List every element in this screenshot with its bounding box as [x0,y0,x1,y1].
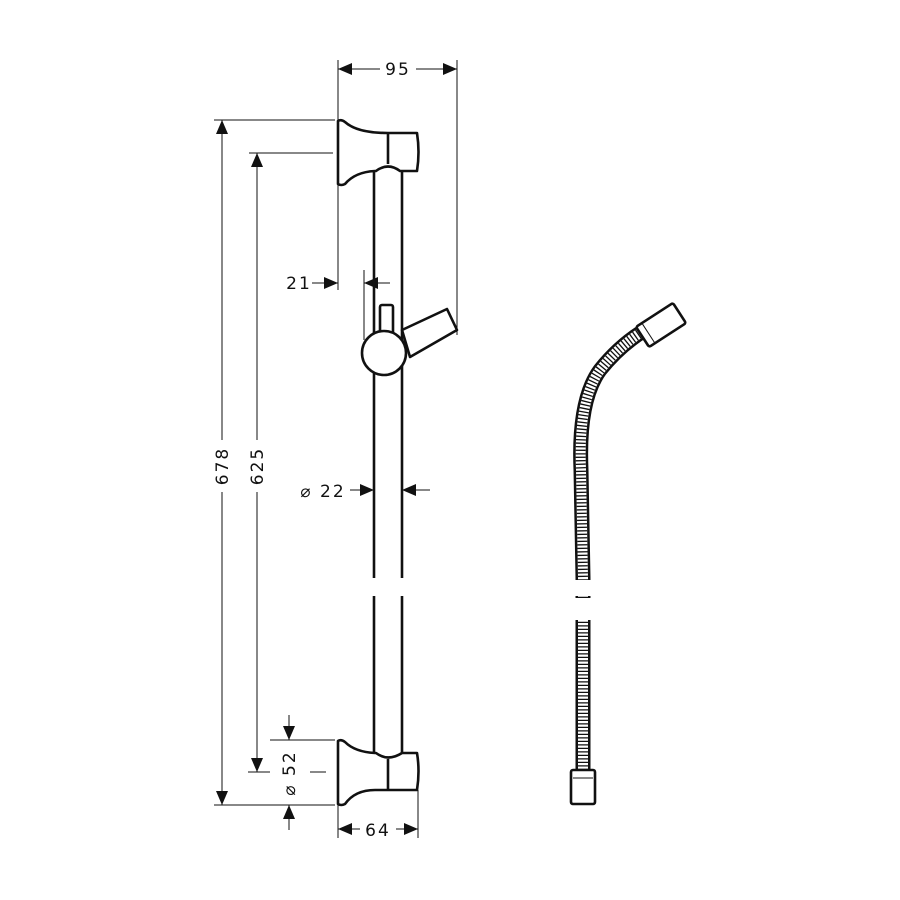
dimension-label: 64 [365,821,391,841]
dimension-625: 625 [248,153,268,772]
dimension-label: ⌀ 22 [300,482,345,502]
hose-ferrule-bottom [569,768,597,806]
bottom-wall-bracket [336,738,420,807]
dimension-label: 95 [385,60,411,80]
dimension-label: ⌀ 52 [280,750,300,795]
shower-rail [372,170,404,760]
dimension-label: 678 [213,447,233,485]
top-wall-bracket [336,118,420,187]
shower-hose [560,302,687,806]
dimension-rail-diameter: ⌀ 22 [300,482,430,502]
dimension-64: 64 [338,821,418,841]
dimension-95: 95 [338,60,457,80]
dimension-678: 678 [213,120,233,805]
dimension-label: 625 [248,447,268,485]
handshower-slider [360,303,459,377]
dimension-label: 21 [286,274,312,294]
dimension-bracket-diameter: ⌀ 52 [280,715,300,830]
hose-nut-top [635,302,687,348]
